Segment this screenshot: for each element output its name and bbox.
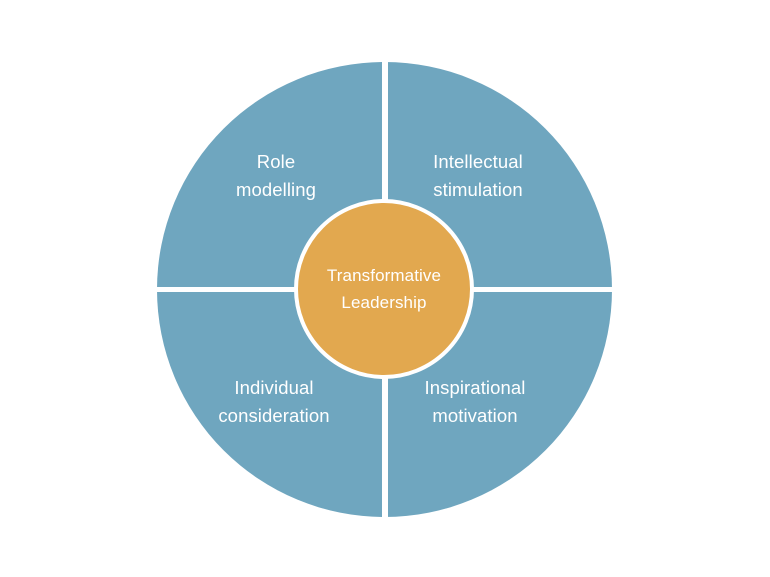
center-hub-label: Transformative Leadership [326,266,442,312]
quadrant-label-individual-consideration: Individual consideration [218,377,330,426]
quadrant-label-intellectual-stimulation: Intellectual stimulation [433,151,523,200]
center-hub: Transformative Leadership [294,199,474,379]
quadrant-label-inspirational-motivation: Inspirational motivation [424,377,526,426]
quadrant-label-role-modelling: Role modelling [235,151,317,200]
